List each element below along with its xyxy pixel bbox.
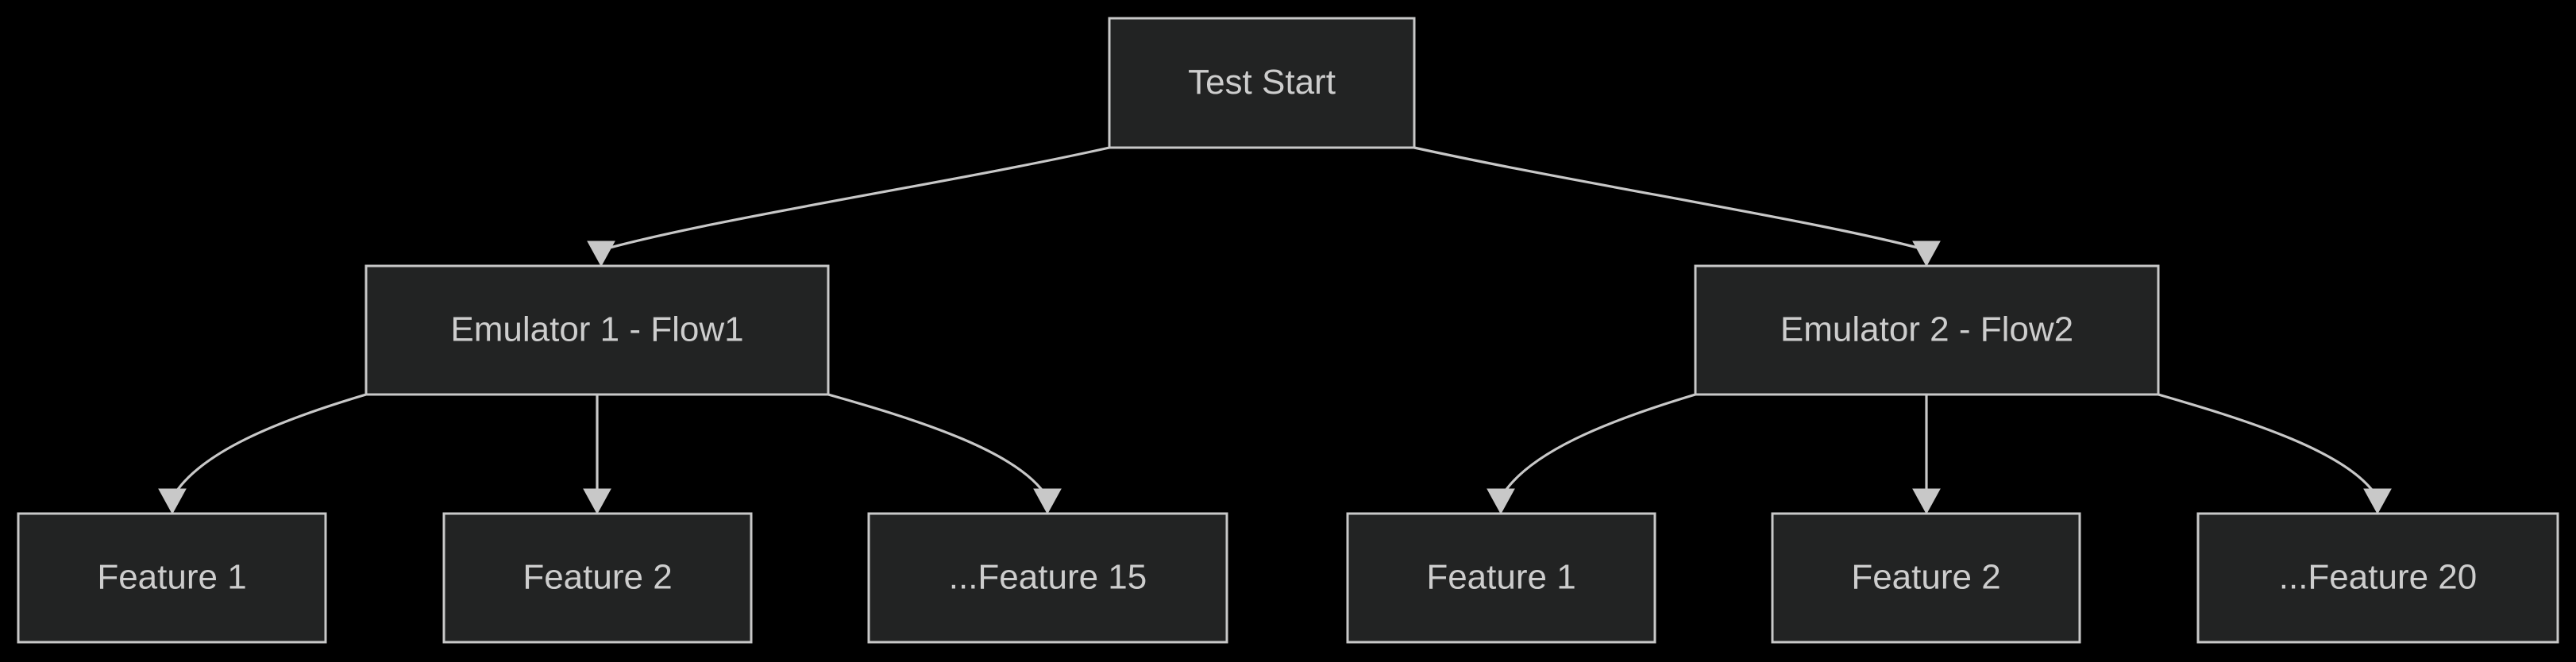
edge-emulator-1-to-feature-n <box>827 393 1062 515</box>
node-box[interactable] <box>867 512 1228 644</box>
node-label: ...Feature 15 <box>949 558 1147 597</box>
node-box[interactable] <box>1771 512 2081 644</box>
node-e1-feature-n[interactable]: ...Feature 15 <box>867 512 1228 644</box>
node-emulator-2[interactable]: Emulator 2 - Flow2 <box>1694 264 2160 396</box>
edges-layer <box>158 146 2392 515</box>
node-e2-feature-n[interactable]: ...Feature 20 <box>2196 512 2559 644</box>
node-emulator-1[interactable]: Emulator 1 - Flow1 <box>364 264 830 396</box>
arrowhead-icon <box>1912 241 1941 267</box>
node-label: Feature 2 <box>523 558 672 597</box>
arrowhead-icon <box>1487 488 1515 515</box>
edge-line <box>1413 146 1927 252</box>
edge-emulator-2-to-feature-2 <box>1912 395 1941 515</box>
arrowhead-icon <box>583 488 611 515</box>
edge-line <box>600 146 1110 252</box>
node-box[interactable] <box>1694 264 2160 396</box>
arrowhead-icon <box>2363 488 2392 515</box>
edge-emulator-1-to-feature-1 <box>158 393 367 515</box>
arrowhead-icon <box>1912 488 1941 515</box>
edge-emulator-2-to-feature-n <box>2158 393 2392 515</box>
node-label: Feature 2 <box>1851 558 2000 597</box>
arrowhead-icon <box>1033 488 1062 515</box>
edge-line <box>2158 393 2379 498</box>
node-e2-feature-2[interactable]: Feature 2 <box>1771 512 2081 644</box>
edge-emulator-2-to-feature-1 <box>1487 393 1696 515</box>
edge-emulator-1-to-feature-2 <box>583 395 611 515</box>
arrowhead-icon <box>587 241 615 267</box>
edge-line <box>827 393 1049 498</box>
node-label: Emulator 1 - Flow1 <box>450 310 743 349</box>
node-e1-feature-2[interactable]: Feature 2 <box>442 512 753 644</box>
node-box[interactable] <box>364 264 830 396</box>
node-box[interactable] <box>17 512 327 644</box>
node-label: Emulator 2 - Flow2 <box>1780 310 2073 349</box>
node-label: Feature 1 <box>97 558 246 597</box>
node-box[interactable] <box>442 512 753 644</box>
node-e1-feature-1[interactable]: Feature 1 <box>17 512 327 644</box>
edge-start-to-emulator-2 <box>1413 146 1941 267</box>
edge-line <box>1499 393 1696 498</box>
edge-line <box>171 393 367 498</box>
node-e2-feature-1[interactable]: Feature 1 <box>1346 512 1656 644</box>
node-test-start[interactable]: Test Start <box>1108 17 1416 149</box>
node-box[interactable] <box>1346 512 1656 644</box>
node-label: ...Feature 20 <box>2279 558 2477 597</box>
node-label: Test Start <box>1188 63 1336 102</box>
node-box[interactable] <box>2196 512 2559 644</box>
arrowhead-icon <box>158 488 187 515</box>
edge-start-to-emulator-1 <box>587 146 1110 267</box>
node-label: Feature 1 <box>1426 558 1575 597</box>
node-box[interactable] <box>1108 17 1416 149</box>
